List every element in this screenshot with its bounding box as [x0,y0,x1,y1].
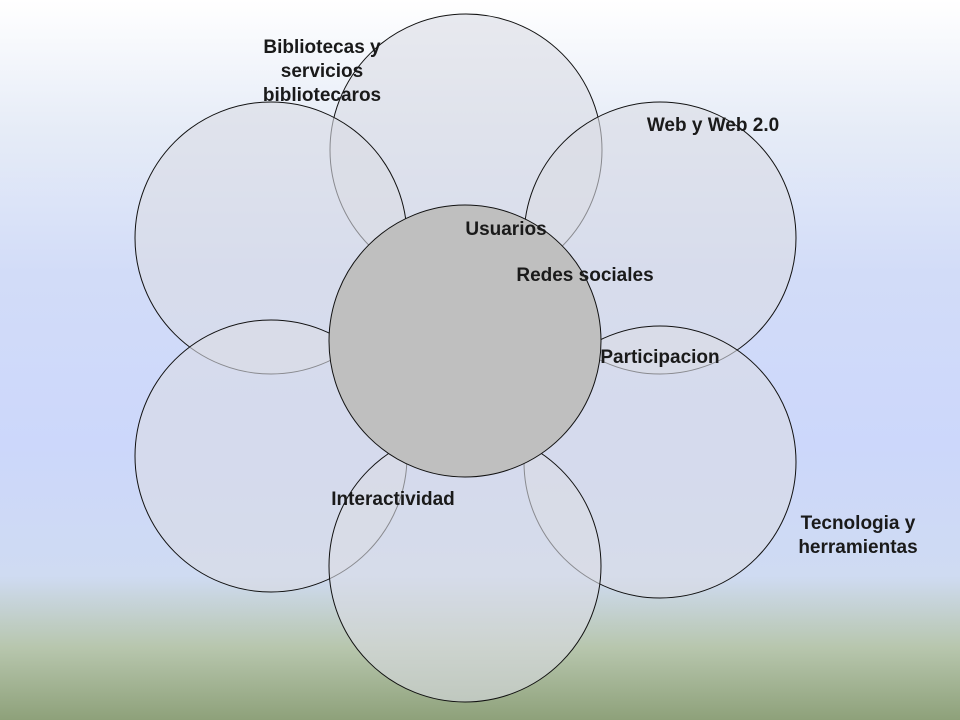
center-circle [328,204,602,478]
label-bibliotecas: Bibliotecas y servicios bibliotecaros [262,37,382,106]
label-participacion: Participacion [600,347,720,368]
label-redes-sociales: Redes sociales [516,265,654,286]
label-usuarios: Usuarios [465,219,547,240]
label-web: Web y Web 2.0 [646,115,780,136]
label-interactividad: Interactividad [331,489,455,510]
label-tecnologia: Tecnologia y herramientas [798,513,918,558]
